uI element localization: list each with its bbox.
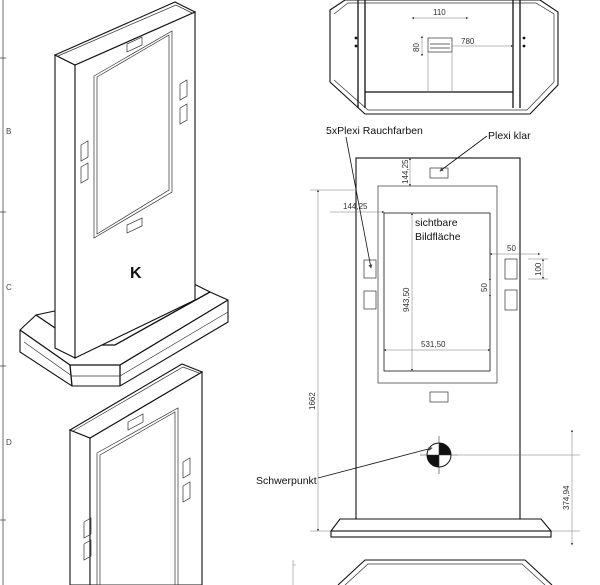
top-view-screw-4 [522, 44, 526, 48]
label-clear-plexi: Plexi klar [488, 130, 531, 142]
front-screen-area [377, 185, 498, 384]
dim-side-gap: 144,25 [343, 202, 368, 211]
dim-top-80: 80 [412, 43, 421, 52]
plexi-right-2 [504, 289, 518, 311]
label-center-of-gravity: Schwerpunkt [256, 475, 317, 487]
iso2-screen-inner [99, 411, 176, 585]
plexi-clear-window [429, 167, 449, 179]
zone-label-d: D [6, 438, 12, 447]
plexi-lower-window [429, 391, 449, 403]
label-visible-area-line1: sichtbare [415, 217, 458, 229]
iso-plexi-right-1 [179, 79, 188, 101]
iso-plexi-left-1 [80, 140, 89, 162]
iso-plexi-left-2 [80, 162, 89, 184]
dim-total-height: 1662 [308, 392, 317, 410]
iso2-screen-outer [96, 407, 179, 585]
iso-plexi-top [126, 36, 143, 53]
callouts: 5xPlexi Rauchfarben Plexi klar sichtbare… [256, 125, 531, 487]
sheet-border: B C D [0, 0, 12, 585]
logo-mark: K [130, 265, 142, 282]
iso2-plexi-top [127, 413, 144, 431]
iso-screen-inner [96, 34, 170, 235]
top-view-cable-port [427, 37, 453, 53]
dim-panel-width: 50 [507, 244, 516, 253]
zone-label-b: B [6, 127, 11, 136]
front-base-top [329, 518, 553, 532]
iso-plexi-bottom [126, 217, 143, 234]
dim-screen-height: 943,50 [402, 287, 411, 312]
label-smoked-plexi: 5xPlexi Rauchfarben [326, 125, 423, 137]
dim-top-gap: 144,25 [401, 159, 410, 184]
zone-label-c: C [6, 283, 12, 292]
iso-screen-outer [93, 30, 173, 239]
top-view-screw-1 [354, 36, 358, 40]
front-view: 144,25 144,25 943,50 531,50 1662 50 100 [256, 125, 580, 546]
label-visible-area-line2: Bildfläche [415, 231, 461, 243]
front-base-plate [330, 530, 552, 538]
plexi-left-1 [363, 259, 377, 279]
isometric-view-secondary [68, 363, 204, 585]
dim-panel-height: 100 [534, 262, 543, 276]
center-of-gravity-symbol [420, 436, 458, 474]
iso2-plexi-right-1 [182, 457, 191, 479]
isometric-view-main: K [19, 1, 229, 387]
iso-tower [53, 1, 197, 359]
front-dimensions: 144,25 144,25 943,50 531,50 1662 50 100 [308, 157, 580, 546]
dim-screen-width: 531,50 [421, 340, 446, 349]
plexi-left-2 [363, 290, 377, 310]
dim-cog-height: 374,94 [562, 485, 571, 510]
top-view-screw-2 [354, 44, 358, 48]
iso2-plexi-left-2 [83, 539, 92, 561]
dim-top-110: 110 [433, 8, 446, 17]
top-view: 110 80 780 [329, 0, 559, 115]
dim-top-780: 780 [461, 37, 475, 46]
top-view-screw-3 [522, 36, 526, 40]
bottom-partial-view [292, 559, 553, 585]
plexi-right-1 [504, 258, 518, 280]
dim-panel-side: 50 [480, 283, 489, 292]
iso2-plexi-left-1 [83, 517, 92, 539]
iso2-plexi-right-2 [182, 481, 191, 503]
iso-plexi-right-2 [179, 103, 188, 125]
